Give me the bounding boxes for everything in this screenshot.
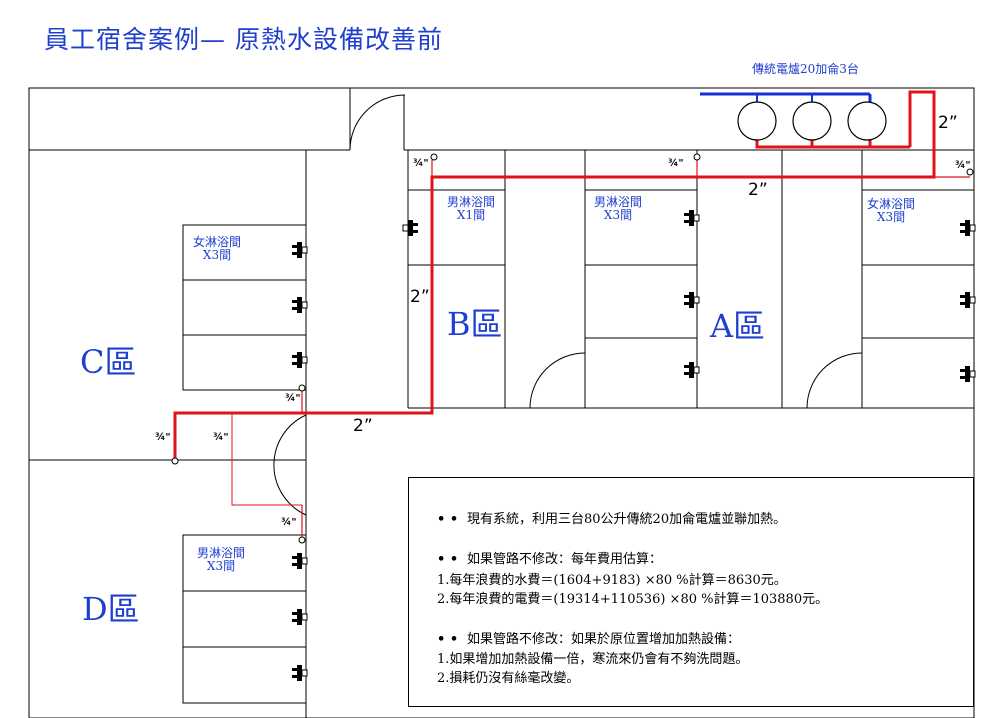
pipe-size-label: ¾" <box>955 160 971 171</box>
pipe-size-label: ¾" <box>213 432 229 443</box>
bullet-icon: • • <box>437 632 459 647</box>
room-label-line: 女淋浴間 <box>867 197 916 211</box>
note-item: 1.如果增加加熱設備一倍，寒流來仍會有不夠洗問題。 <box>437 652 749 667</box>
heater-icon <box>847 101 887 141</box>
room-label-line: X3間 <box>603 208 633 223</box>
shower-faucet-icon <box>292 352 308 368</box>
room-label-line: X3間 <box>202 248 232 263</box>
shower-faucet-icon <box>684 210 700 226</box>
b-door-arc <box>529 352 586 409</box>
d-door-arc <box>273 414 307 516</box>
pipe-size-label: 2” <box>748 180 768 200</box>
room-label-c-women: 女淋浴間 X3間 <box>193 235 242 263</box>
shower-faucet-icon <box>292 665 308 681</box>
shower-faucet-icon <box>292 242 308 258</box>
note-item: 1.每年浪費的水費＝(1604+9183) ×80 %計算＝8630元。 <box>437 573 787 588</box>
page-title: 員工宿舍案例— 原熱水設備改善前 <box>44 25 443 54</box>
room-label-line: X3間 <box>206 559 236 574</box>
heater-icon <box>792 101 832 141</box>
room-label-line: 男淋浴間 <box>197 546 246 560</box>
pipe-size-label: 2” <box>353 416 373 436</box>
shower-faucet-icon <box>292 609 308 625</box>
shower-faucet-icon <box>292 553 308 569</box>
heater-icon <box>737 101 777 141</box>
entrance-door-arc <box>349 94 406 151</box>
room-label-b-men: 男淋浴間 X1間 <box>447 195 496 223</box>
note-bullet-line: • • 如果管路不修改：如果於原位置增加加熱設備： <box>437 628 740 647</box>
pipe-size-label: ¾" <box>285 393 301 404</box>
shower-faucet-icon <box>684 292 700 308</box>
room-label-line: X3間 <box>876 210 906 225</box>
a-door-arc <box>806 352 863 409</box>
notes-box: • • 現有系統，利用三台80公升傳統20加侖電爐並聯加熱。 • • 如果管路不修改… <box>408 477 974 707</box>
zone-label-d: D區 <box>82 590 140 628</box>
note-item: 2.損耗仍沒有絲毫改變。 <box>437 671 580 686</box>
bullet-icon: • • <box>437 512 459 527</box>
note-bullet-line: • • 如果管路不修改：每年費用估算： <box>437 548 662 567</box>
note-text: 現有系統，利用三台80公升傳統20加侖電爐並聯加熱。 <box>467 512 787 527</box>
room-label-line: X1間 <box>456 208 486 223</box>
shower-faucet-icon <box>960 220 976 236</box>
pipe-size-label: ¾" <box>155 432 171 443</box>
pipe-size-label: ¾" <box>413 158 429 169</box>
heater-label: 傳統電爐20加侖3台 <box>752 62 859 76</box>
pipe-size-label: 2” <box>938 113 958 133</box>
room-label-line: 女淋浴間 <box>193 235 242 249</box>
zone-label-b: B區 <box>447 305 503 343</box>
shower-faucet-icon <box>684 362 700 378</box>
pipe-size-label: ¾" <box>668 158 684 169</box>
faucet-group <box>292 210 976 681</box>
heater-group <box>700 92 910 149</box>
note-bullet-line: • • 現有系統，利用三台80公升傳統20加侖電爐並聯加熱。 <box>437 508 786 527</box>
shower-faucet-icon <box>402 220 418 236</box>
room-label-line: 男淋浴間 <box>447 195 496 209</box>
room-label-a-women: 女淋浴間 X3間 <box>867 197 916 225</box>
pipe-size-label: 2” <box>410 287 430 307</box>
shower-faucet-icon <box>960 366 976 382</box>
shower-faucet-icon <box>960 292 976 308</box>
hot-water-main-pipe <box>173 90 936 458</box>
room-label-a-men: 男淋浴間 X3間 <box>594 195 643 223</box>
room-label-d-men: 男淋浴間 X3間 <box>197 546 246 574</box>
note-item: 2.每年浪費的電費＝(19314+110536) ×80 %計算＝103880元… <box>437 592 829 607</box>
zone-label-c: C區 <box>80 343 137 381</box>
note-text: 如果管路不修改：每年費用估算： <box>467 552 663 567</box>
zone-label-a: A區 <box>710 307 766 345</box>
pipe-size-label: ¾" <box>281 517 297 528</box>
note-text: 如果管路不修改：如果於原位置增加加熱設備： <box>467 632 741 647</box>
room-label-line: 男淋浴間 <box>594 195 643 209</box>
building-outline <box>28 87 975 718</box>
bullet-icon: • • <box>437 552 459 567</box>
shower-faucet-icon <box>292 297 308 313</box>
